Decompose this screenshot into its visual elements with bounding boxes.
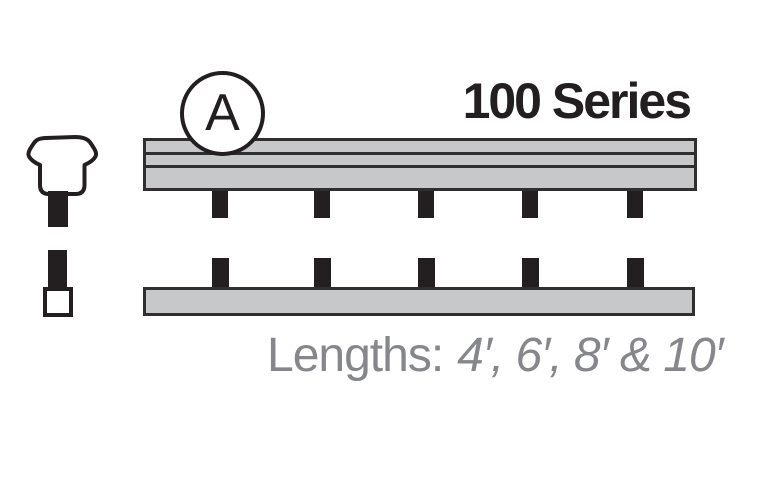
rail-pin [212,258,229,290]
lengths-values: 4′, 6′, 8′ & 10′ [457,329,724,382]
stud-cap-icon [26,135,98,196]
series-title: 100 Series [462,73,692,129]
rail-pin [314,189,330,218]
rail-groove-line [145,152,695,155]
rail-pin [212,189,228,218]
callout-a-label: A [205,83,240,142]
lengths-label: Lengths: [267,329,444,382]
lengths-caption: Lengths:4′, 6′, 8′ & 10′ [267,329,724,382]
rail-pin [522,258,539,290]
rail-pin [627,258,644,290]
rail-pin [314,258,331,290]
rail-pin [627,189,643,218]
rail-pin [418,189,434,218]
rail-pin [522,189,538,218]
stud-base-square [43,287,73,317]
bottom-rail [143,287,695,316]
rail-pin [418,258,435,290]
callout-a-badge: A [180,71,265,156]
stud-shaft-upper [48,191,68,227]
stud-shaft-lower [48,250,67,289]
rail-groove-line [145,165,695,168]
